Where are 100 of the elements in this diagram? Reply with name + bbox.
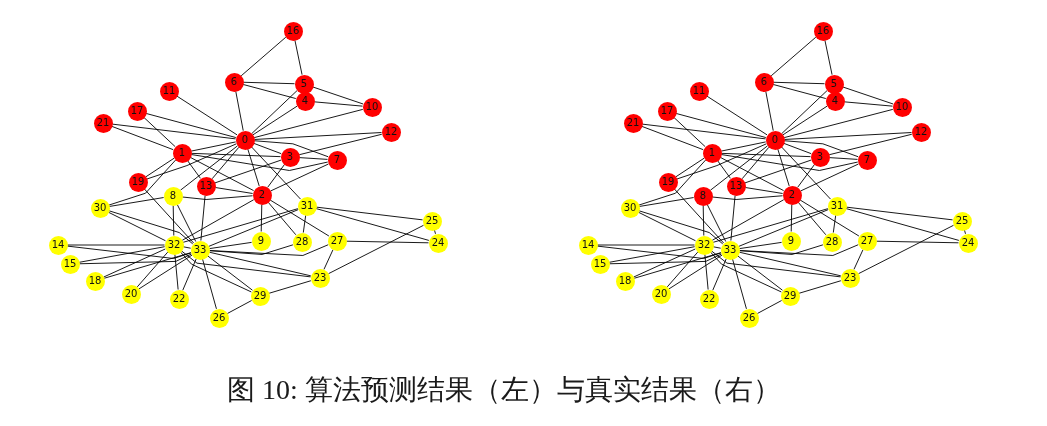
edge-line bbox=[638, 210, 724, 245]
edge-line bbox=[214, 159, 282, 184]
edge-line bbox=[67, 244, 165, 246]
edge-line bbox=[730, 195, 736, 241]
edge-line bbox=[226, 300, 253, 314]
edge-line bbox=[773, 81, 825, 85]
edge-line bbox=[608, 246, 696, 263]
edge-line bbox=[666, 251, 699, 288]
edge-line bbox=[269, 199, 330, 237]
edge-line bbox=[315, 208, 430, 241]
edge-line bbox=[202, 258, 217, 310]
edge-line bbox=[189, 156, 255, 192]
edge-line bbox=[103, 252, 192, 279]
edge-line bbox=[200, 195, 206, 241]
edge-line bbox=[668, 254, 723, 290]
edge-line bbox=[182, 246, 192, 249]
edge-line bbox=[744, 159, 812, 184]
edge-line bbox=[235, 90, 244, 132]
edge-line bbox=[79, 253, 192, 265]
node-circle: 20 bbox=[651, 284, 671, 304]
edge-line bbox=[842, 86, 894, 105]
edge-line bbox=[260, 204, 263, 232]
edge-line bbox=[706, 95, 768, 136]
edge-line bbox=[67, 245, 192, 259]
edge-line bbox=[706, 204, 727, 242]
edge-line bbox=[146, 143, 237, 180]
edge-line bbox=[240, 36, 287, 77]
node-circle: 12 bbox=[381, 122, 401, 142]
node-circle: 32 bbox=[694, 235, 714, 255]
node-circle: 3 bbox=[280, 147, 300, 167]
edge-line bbox=[111, 125, 174, 151]
edge-line bbox=[675, 157, 705, 178]
edge-line bbox=[844, 101, 893, 107]
edge-line bbox=[314, 101, 363, 107]
edge-line bbox=[187, 160, 201, 179]
edge-line bbox=[253, 142, 282, 155]
edge-line bbox=[182, 195, 253, 200]
edge-line bbox=[176, 204, 197, 242]
edge-line bbox=[711, 250, 842, 278]
node-circle: 24 bbox=[958, 233, 978, 253]
edge-line bbox=[190, 141, 237, 152]
edge-line bbox=[710, 145, 768, 191]
edge-line bbox=[641, 123, 767, 140]
edge-line bbox=[180, 145, 238, 191]
node-circle: 30 bbox=[620, 198, 640, 218]
node-circle: 1 bbox=[702, 143, 722, 163]
edge-line bbox=[182, 258, 197, 291]
node-circle: 25 bbox=[952, 211, 972, 231]
node-circle: 18 bbox=[85, 271, 105, 291]
edge-line bbox=[712, 195, 783, 200]
edge-line bbox=[108, 210, 194, 245]
edge-line bbox=[108, 159, 177, 206]
edge-line bbox=[828, 133, 913, 156]
node-circle: 26 bbox=[209, 308, 229, 328]
node-circle: 9 bbox=[781, 231, 801, 251]
edge-line bbox=[108, 197, 165, 207]
edge-line bbox=[853, 249, 864, 270]
edge-line bbox=[190, 154, 329, 171]
edge-line bbox=[136, 251, 169, 288]
edge-line bbox=[721, 152, 811, 158]
edge-line bbox=[824, 39, 833, 76]
edge-line bbox=[829, 157, 858, 160]
edge-line bbox=[597, 244, 695, 246]
edge-line bbox=[641, 125, 704, 151]
edge-line bbox=[744, 187, 784, 194]
node-circle: 7 bbox=[857, 150, 877, 170]
edge-line bbox=[191, 152, 281, 158]
node-circle: 19 bbox=[658, 172, 678, 192]
node-circle: 30 bbox=[90, 198, 110, 218]
node-circle: 33 bbox=[190, 240, 210, 260]
node-circle: 11 bbox=[689, 81, 709, 101]
node-circle: 26 bbox=[739, 308, 759, 328]
edge-line bbox=[633, 252, 722, 279]
edge-line bbox=[597, 245, 722, 259]
edge-line bbox=[143, 117, 176, 147]
edge-line bbox=[784, 132, 912, 140]
node-circle: 23 bbox=[840, 268, 860, 288]
edge-line bbox=[268, 280, 312, 294]
edge-line bbox=[243, 81, 295, 85]
edge-line bbox=[247, 148, 260, 187]
edge-line bbox=[323, 249, 334, 270]
edge-line bbox=[765, 90, 774, 132]
edge-line bbox=[609, 253, 722, 265]
edge-line bbox=[208, 209, 299, 247]
node-circle: 23 bbox=[310, 268, 330, 288]
edge-line bbox=[720, 154, 859, 171]
node-circle: 3 bbox=[810, 147, 830, 167]
edge-line bbox=[832, 214, 837, 234]
edge-line bbox=[738, 241, 783, 250]
node-circle: 28 bbox=[822, 232, 842, 252]
node-circle: 8 bbox=[163, 186, 183, 206]
edge-line bbox=[790, 204, 793, 232]
edge-line bbox=[741, 146, 770, 180]
edge-line bbox=[738, 251, 842, 277]
edge-line bbox=[845, 206, 954, 221]
node-circle: 29 bbox=[780, 286, 800, 306]
node-circle: 10 bbox=[362, 97, 382, 117]
node-circle: 33 bbox=[720, 240, 740, 260]
edge-line bbox=[711, 199, 785, 241]
edge-line bbox=[719, 156, 785, 192]
